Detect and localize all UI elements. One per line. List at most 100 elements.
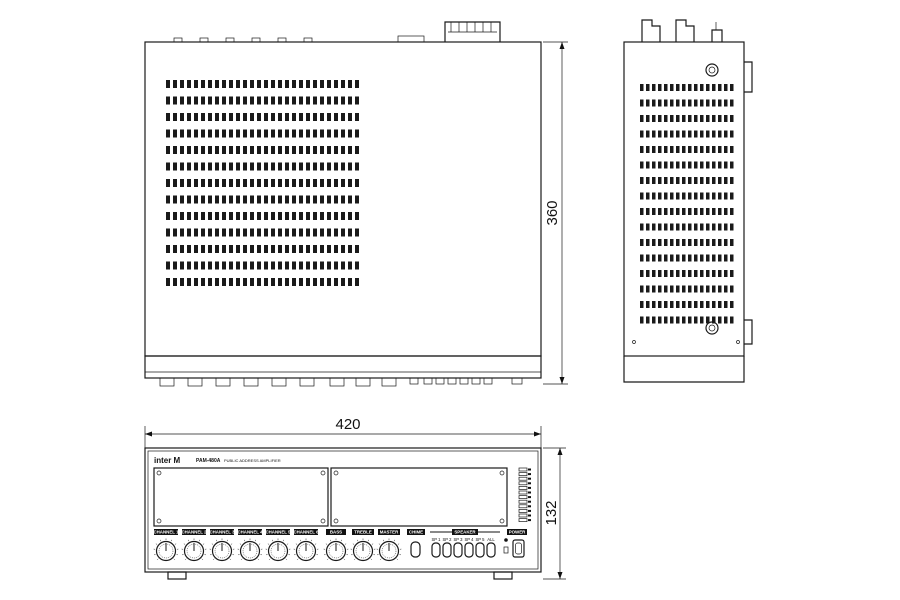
vent-slot xyxy=(229,146,233,154)
vent-slot xyxy=(208,195,212,204)
meter-led-marker xyxy=(528,500,531,503)
vent-slot xyxy=(718,254,722,262)
vent-slot xyxy=(682,192,686,200)
speaker-zone-label-2: SP 2 xyxy=(442,537,452,542)
vent-slot xyxy=(664,115,668,122)
speaker-zone-labels: SP 1 SP 2 SP 3 SP 4 SP 5 ALL xyxy=(431,537,495,542)
vent-slot xyxy=(313,212,317,220)
vent-slot xyxy=(700,208,704,215)
vent-slot xyxy=(194,278,198,286)
vent-slot xyxy=(236,179,240,187)
meter-led-marker xyxy=(528,477,531,480)
vent-slot xyxy=(313,96,317,105)
vent-slot xyxy=(348,278,352,286)
meter-led xyxy=(518,509,528,513)
vent-slot xyxy=(299,228,303,237)
vent-slot xyxy=(257,162,261,171)
vent-slot xyxy=(706,208,710,215)
vent-slot xyxy=(658,316,662,324)
rotary-knob xyxy=(350,538,376,562)
vent-slot xyxy=(250,261,254,270)
vent-slot xyxy=(292,278,296,286)
meter-led-marker xyxy=(528,468,531,471)
label-chime: CHIME xyxy=(409,530,423,535)
vent-slot xyxy=(341,195,345,204)
vent-slot xyxy=(299,80,303,88)
side-screw-bottom xyxy=(705,321,719,335)
vent-slot xyxy=(348,129,352,138)
vent-slot xyxy=(348,195,352,204)
vent-slot xyxy=(222,179,226,187)
vent-slot xyxy=(327,261,331,270)
vent-slot xyxy=(682,99,686,107)
vent-slot xyxy=(652,146,656,153)
vent-slot xyxy=(243,96,247,105)
vent-slot xyxy=(730,177,734,184)
vent-slot xyxy=(670,239,674,246)
vent-slot xyxy=(646,223,650,231)
vent-slot xyxy=(640,239,644,246)
vent-slot xyxy=(292,261,296,270)
vent-slot xyxy=(285,278,289,286)
vent-slot xyxy=(688,177,692,184)
rotary-knob xyxy=(153,538,179,562)
dimension-height: 132 xyxy=(543,447,566,580)
vent-slot xyxy=(646,208,650,215)
vent-slot xyxy=(173,162,177,171)
meter-led-marker xyxy=(528,482,531,485)
vent-slot xyxy=(664,270,668,277)
vent-slot xyxy=(658,270,662,277)
vent-slot xyxy=(670,301,674,308)
meter-led-marker xyxy=(528,491,531,494)
vent-slot xyxy=(658,115,662,122)
vent-slot xyxy=(257,80,261,88)
vent-slot xyxy=(355,278,359,286)
vent-slot xyxy=(664,316,668,324)
vent-slot xyxy=(355,113,359,121)
vent-slot xyxy=(299,96,303,105)
vent-slot xyxy=(712,223,716,231)
vent-slot xyxy=(173,146,177,154)
vent-slot xyxy=(670,115,674,122)
vent-slot xyxy=(694,285,698,293)
vent-slot xyxy=(264,162,268,171)
side-ventilation-slots xyxy=(640,84,734,324)
vent-slot xyxy=(712,146,716,153)
vent-slot xyxy=(306,228,310,237)
vent-slot xyxy=(724,177,728,184)
vent-slot xyxy=(694,239,698,246)
vent-slot xyxy=(694,254,698,262)
vent-slot xyxy=(313,162,317,171)
chime-button xyxy=(410,541,421,558)
vent-slot xyxy=(730,239,734,246)
vent-slot xyxy=(180,245,184,253)
vent-slot xyxy=(688,254,692,262)
vent-slot xyxy=(278,245,282,253)
vent-slot xyxy=(640,208,644,215)
vent-slot xyxy=(292,245,296,253)
vent-slot xyxy=(700,270,704,277)
vent-slot xyxy=(334,113,338,121)
vent-slot xyxy=(243,261,247,270)
vent-slot xyxy=(243,212,247,220)
vent-slot xyxy=(215,245,219,253)
vent-slot xyxy=(706,130,710,138)
vent-slot xyxy=(658,161,662,169)
vent-slot xyxy=(646,99,650,107)
vent-slot xyxy=(682,208,686,215)
vent-slot xyxy=(682,254,686,262)
vent-slot xyxy=(718,99,722,107)
foot-right xyxy=(493,571,513,580)
vent-slot xyxy=(724,301,728,308)
vent-slot xyxy=(327,228,331,237)
vent-slot xyxy=(313,146,317,154)
label-channel-5: CHANNEL 5 xyxy=(265,530,291,535)
vent-slot xyxy=(676,301,680,308)
vent-slot xyxy=(166,80,170,88)
vent-slot xyxy=(278,195,282,204)
vent-slot xyxy=(712,239,716,246)
vent-slot xyxy=(658,99,662,107)
vent-slot xyxy=(229,278,233,286)
vent-slot xyxy=(215,113,219,121)
vent-slot xyxy=(243,146,247,154)
